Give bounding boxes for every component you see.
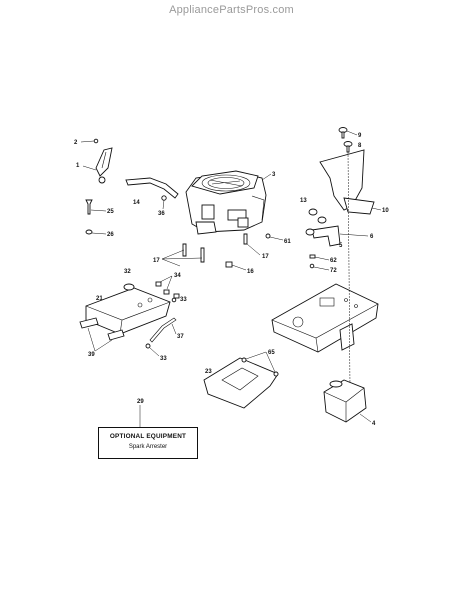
screw-part-2[interactable] (93, 138, 99, 144)
screw-part-9[interactable] (338, 127, 348, 139)
callout-17-left: 17 (153, 258, 160, 264)
nuts-part-34[interactable] (155, 281, 180, 299)
callout-4: 4 (372, 421, 376, 427)
tube-part-37[interactable] (149, 317, 177, 343)
callout-34: 34 (174, 273, 181, 279)
screw-part-33-top[interactable] (171, 297, 177, 303)
callout-23: 23 (205, 369, 212, 375)
callout-2: 2 (74, 140, 78, 146)
watermark-text: AppliancePartsPros.com (169, 4, 294, 16)
callout-14: 14 (133, 200, 140, 206)
callout-3: 3 (272, 172, 276, 178)
nuts-part-13[interactable] (305, 208, 327, 236)
part-61[interactable] (265, 233, 271, 239)
part-72[interactable] (309, 263, 315, 269)
bracket-part-6[interactable] (311, 225, 341, 247)
screw-part-25[interactable] (85, 199, 93, 215)
part-36[interactable] (161, 195, 167, 201)
callout-21: 21 (96, 296, 103, 302)
callout-29: 29 (137, 399, 144, 405)
callout-25: 25 (107, 209, 114, 215)
callout-13: 13 (300, 198, 307, 204)
nut-part-26[interactable] (85, 229, 93, 235)
callout-9: 9 (358, 133, 362, 139)
optional-equipment-box: OPTIONAL EQUIPMENT Spark Arrester (98, 427, 198, 459)
callout-6: 6 (370, 234, 374, 240)
callout-32: 32 (124, 269, 131, 275)
optional-equipment-title: OPTIONAL EQUIPMENT (109, 433, 187, 440)
callout-17-right: 17 (262, 254, 269, 260)
callout-65: 65 (268, 350, 275, 356)
screw-part-33-bottom[interactable] (145, 343, 151, 349)
callout-61: 61 (284, 239, 291, 245)
callout-16: 16 (247, 269, 254, 275)
callout-1: 1 (76, 163, 80, 169)
screw-part-8[interactable] (343, 141, 353, 153)
callout-62: 62 (330, 258, 337, 264)
callout-37: 37 (177, 334, 184, 340)
part-62[interactable] (309, 254, 316, 259)
dipstick-tube-part-14[interactable] (125, 177, 179, 199)
engine-mount-plate[interactable] (271, 283, 379, 353)
part-16[interactable] (225, 261, 233, 268)
engine-part-3[interactable] (185, 170, 267, 235)
muffler-part-21[interactable] (85, 287, 171, 335)
callout-33-top: 33 (180, 297, 187, 303)
spark-arrester-label: Spark Arrester (128, 444, 168, 450)
callout-26: 26 (107, 232, 114, 238)
callout-72: 72 (330, 268, 337, 274)
callout-39: 39 (88, 352, 95, 358)
pads-part-39[interactable] (79, 317, 125, 341)
bolts-part-17-left[interactable] (182, 243, 205, 263)
callout-10: 10 (382, 208, 389, 214)
screws-part-65[interactable] (241, 357, 279, 377)
muffler-part-4[interactable] (323, 379, 367, 423)
bolt-part-17-right[interactable] (243, 233, 248, 245)
callout-33-bottom: 33 (160, 356, 167, 362)
cap-part-32[interactable] (123, 283, 135, 291)
callout-5: 5 (339, 243, 343, 249)
deflector-part-10[interactable] (319, 149, 375, 215)
callout-36: 36 (158, 211, 165, 217)
heat-shield-part-23[interactable] (203, 357, 279, 409)
throttle-control-part-1[interactable] (95, 147, 113, 184)
callout-8: 8 (358, 143, 362, 149)
